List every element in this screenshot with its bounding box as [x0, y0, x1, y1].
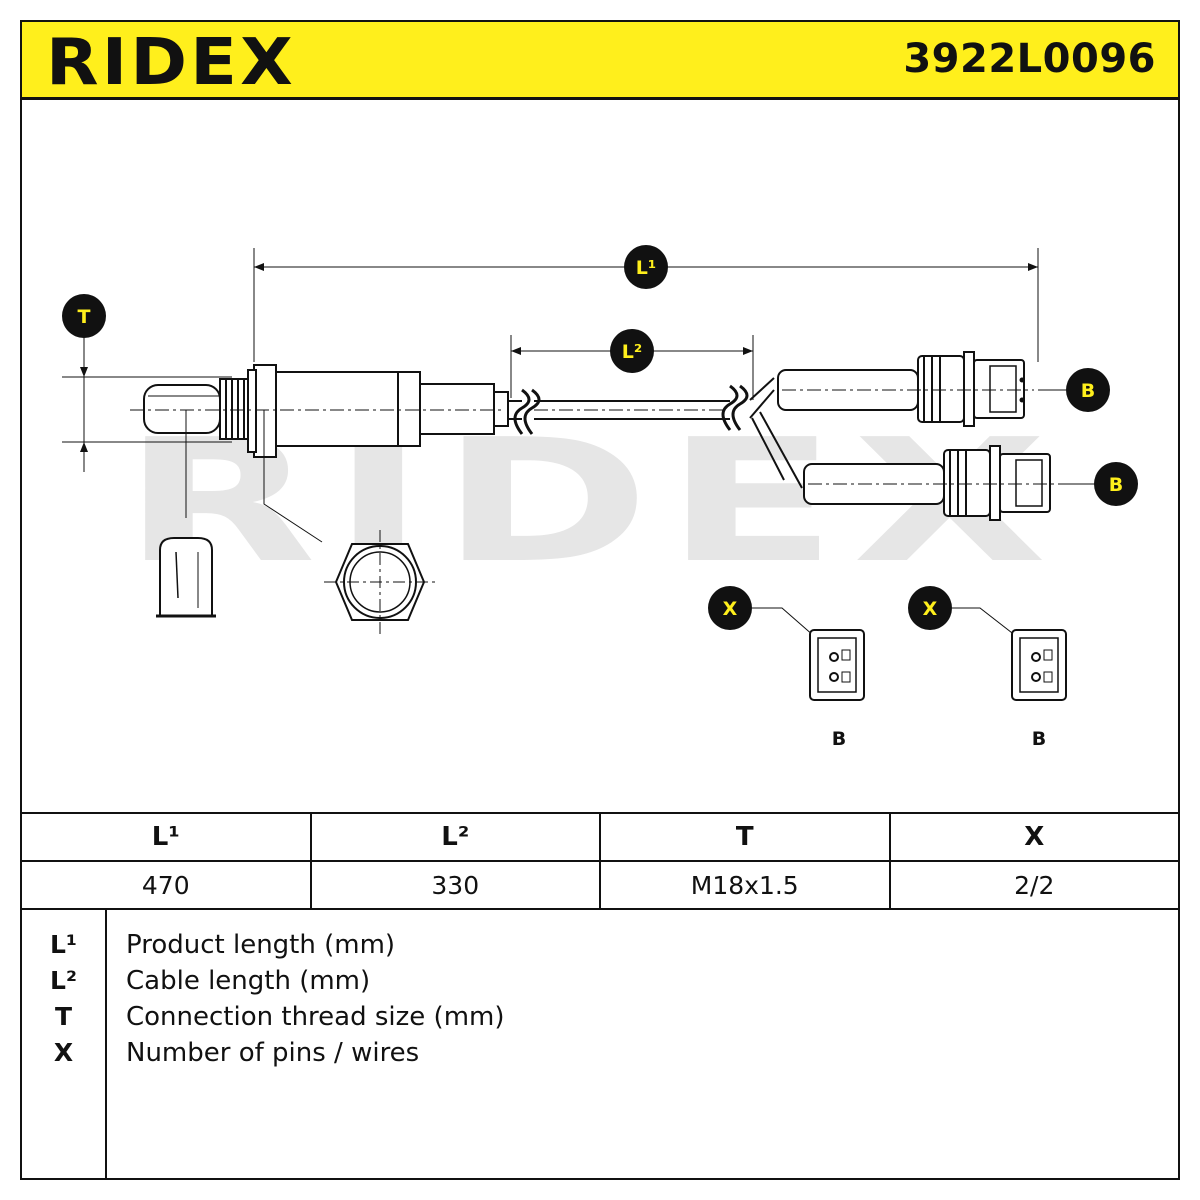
spec-value-l1: 470 [20, 860, 312, 910]
spec-value-x: 2/2 [888, 860, 1180, 910]
technical-drawing: RIDEX [62, 245, 1138, 750]
marker-b-lower-label: B [1109, 474, 1123, 496]
marker-b-upper-label: B [1081, 380, 1095, 402]
marker-x-left-label: X [723, 598, 738, 620]
spec-header-l1: L¹ [20, 812, 312, 862]
spec-value-t: M18x1.5 [599, 860, 891, 910]
marker-t-label: T [78, 306, 91, 328]
connector-label-left: B [832, 728, 846, 750]
legend-text: Cable length (mm) [126, 966, 371, 996]
legend-text: Number of pins / wires [126, 1038, 420, 1068]
marker-b-upper: B [1066, 368, 1110, 412]
spec-value-l2: 330 [309, 860, 601, 910]
legend-key: X [53, 1038, 74, 1067]
marker-x-right-label: X [923, 598, 938, 620]
marker-l2-label: L² [622, 341, 642, 363]
marker-b-lower: B [1094, 462, 1138, 506]
legend-row: X Number of pins / wires [22, 1035, 1178, 1071]
brand-logo-text: RIDEX [46, 26, 296, 96]
legend-text: Product length (mm) [126, 930, 396, 960]
marker-l2: L² [610, 329, 654, 373]
legend-key: T [54, 1002, 73, 1031]
spec-header-t: T [599, 812, 891, 862]
spec-value-row: 470 330 M18x1.5 2/2 [20, 860, 1180, 910]
legend-key: L² [50, 966, 77, 995]
spec-table: L¹ L² T X 470 330 M18x1.5 2/2 [20, 812, 1180, 910]
legend-row: L¹ Product length (mm) [22, 927, 1178, 963]
legend-divider [105, 910, 107, 1178]
part-number: 3922L0096 [903, 36, 1156, 82]
legend-row: L² Cable length (mm) [22, 963, 1178, 999]
legend-row: T Connection thread size (mm) [22, 999, 1178, 1035]
marker-l1-label: L¹ [636, 257, 656, 279]
connector-label-right: B [1032, 728, 1046, 750]
spec-header-l2: L² [309, 812, 601, 862]
header-bar: RIDEX 3922L0096 [20, 20, 1180, 100]
brand-logo: RIDEX [46, 26, 296, 96]
legend: L¹ Product length (mm) L² Cable length (… [20, 910, 1180, 1180]
marker-l1: L¹ [624, 245, 668, 289]
marker-t: T [62, 294, 106, 338]
legend-key: L¹ [50, 930, 77, 959]
spec-header-row: L¹ L² T X [20, 812, 1180, 862]
legend-text: Connection thread size (mm) [126, 1002, 505, 1032]
marker-x-right: X [908, 586, 952, 630]
spec-header-x: X [888, 812, 1180, 862]
marker-x-left: X [708, 586, 752, 630]
